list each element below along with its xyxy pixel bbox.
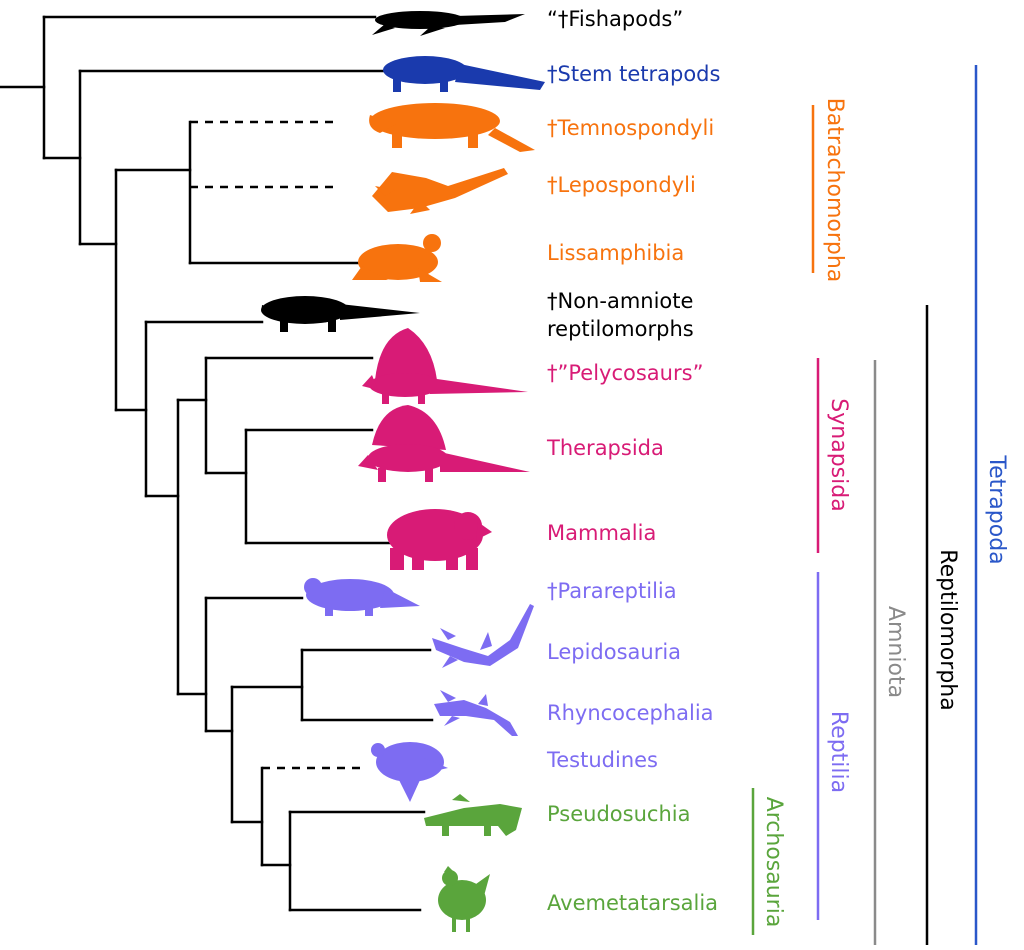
label-lepospondyli: †Lepospondyli [547,173,696,197]
bear-silhouette [387,509,492,570]
reptilomorph-silhouette [261,296,420,332]
crocodile-silhouette [424,794,522,836]
clade-label-tetrapoda: Tetrapoda [984,454,1009,564]
label-rhyncocephalia: Rhyncocephalia [547,701,714,725]
clade-label-amniota: Amniota [883,606,908,698]
clade-label-reptilia: Reptilia [826,711,851,793]
label-fishapods: “†Fishapods” [547,7,683,31]
cladogram-branches [0,15,434,912]
clade-label-synapsida: Synapsida [826,398,851,511]
label-avemetatarsalia: Avemetatarsalia [547,891,718,915]
turtle-silhouette [371,742,448,802]
label-lissamphibia: Lissamphibia [547,241,684,265]
fishapod-silhouette [372,11,525,36]
label-reptilomorphs: reptilomorphs [547,317,694,341]
taxon-labels: “†Fishapods” †Stem tetrapods †Temnospond… [546,7,720,915]
chicken-silhouette [438,866,490,932]
label-lepidosauria: Lepidosauria [547,640,681,664]
temnospondyl-silhouette [369,103,535,152]
label-temnospondyli: †Temnospondyli [547,116,714,140]
label-testudines: Testudines [546,748,658,772]
clade-label-batrachomorpha: Batrachomorpha [822,98,847,283]
therapsid-silhouette [358,405,530,482]
pareiasaur-silhouette [304,578,420,616]
lepospondyl-silhouette [372,168,508,214]
lizard-silhouette [432,604,534,668]
label-stem-tetrapods: †Stem tetrapods [547,62,720,86]
tuatara-silhouette [434,690,518,736]
clade-brackets [751,65,978,945]
frog-silhouette [352,234,442,282]
label-parareptilia: †Parareptilia [547,579,677,603]
clade-label-reptilomorpha: Reptilomorpha [935,549,960,710]
clade-labels: Batrachomorpha Synapsida Reptilia Archos… [761,98,1009,928]
stem-tetrapod-silhouette [383,56,545,92]
clade-label-archosauria: Archosauria [761,797,786,928]
label-mammalia: Mammalia [547,521,656,545]
label-pelycosaurs: †”Pelycosaurs” [547,361,703,385]
label-non-amniote: †Non-amniote [547,289,693,313]
label-pseudosuchia: Pseudosuchia [547,802,690,826]
label-therapsida: Therapsida [546,436,664,460]
dimetrodon-silhouette [362,328,528,404]
